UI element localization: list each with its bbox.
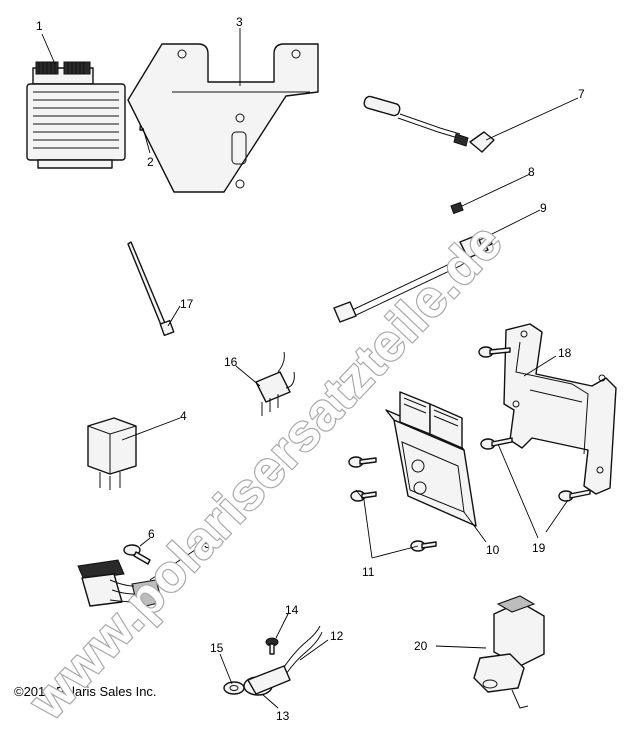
part-13-sensor-body: [243, 665, 291, 696]
callout-1: 1: [36, 19, 43, 33]
callout-19: 19: [532, 541, 546, 555]
part-14-screw: [265, 637, 279, 655]
part-18-mounting-plate: [503, 323, 617, 495]
copyright-text: ©2010 Polaris Sales Inc.: [14, 684, 157, 699]
callout-3: 3: [236, 15, 243, 29]
callout-5: 5: [204, 537, 211, 551]
callout-13: 13: [276, 709, 290, 723]
part-12-sensor-wire: [281, 625, 323, 675]
part-15-washer: [223, 681, 245, 695]
part-8-fitting: [450, 201, 464, 215]
callout-15: 15: [210, 641, 224, 655]
part-6-screw: [123, 544, 151, 565]
part-9-harness: [333, 233, 493, 323]
callout-4: 4: [180, 409, 187, 423]
callout-8: 8: [528, 165, 535, 179]
callout-11: 11: [362, 565, 375, 579]
part-5-connector: [77, 559, 163, 609]
callout-18: 18: [558, 346, 572, 360]
callout-10: 10: [486, 543, 500, 557]
callout-16: 16: [224, 355, 238, 369]
callout-20: 20: [414, 639, 428, 653]
part-10-ecu: [385, 391, 477, 527]
part-20-map-sensor: [473, 595, 545, 709]
callout-numbers: 1 2 3 4 5 6 7 8 9 10 11 12 13 14 15 16 1…: [36, 15, 585, 723]
part-4-relay: [87, 417, 137, 490]
callout-7: 7: [578, 87, 585, 101]
callout-12: 12: [330, 629, 344, 643]
callout-9: 9: [540, 201, 547, 215]
part-19-bolts: [478, 346, 591, 502]
callout-2: 2: [147, 155, 154, 169]
callout-14: 14: [285, 603, 299, 617]
part-7-sensor: [363, 95, 495, 153]
part-17-cable-tie: [127, 241, 175, 337]
callout-6: 6: [148, 527, 155, 541]
callout-17: 17: [180, 297, 194, 311]
leader-lines: [41, 28, 579, 709]
part-1-voltage-regulator: [26, 61, 126, 169]
part-3-bracket: [127, 43, 319, 193]
part-16-relay-bracket: [255, 351, 295, 416]
